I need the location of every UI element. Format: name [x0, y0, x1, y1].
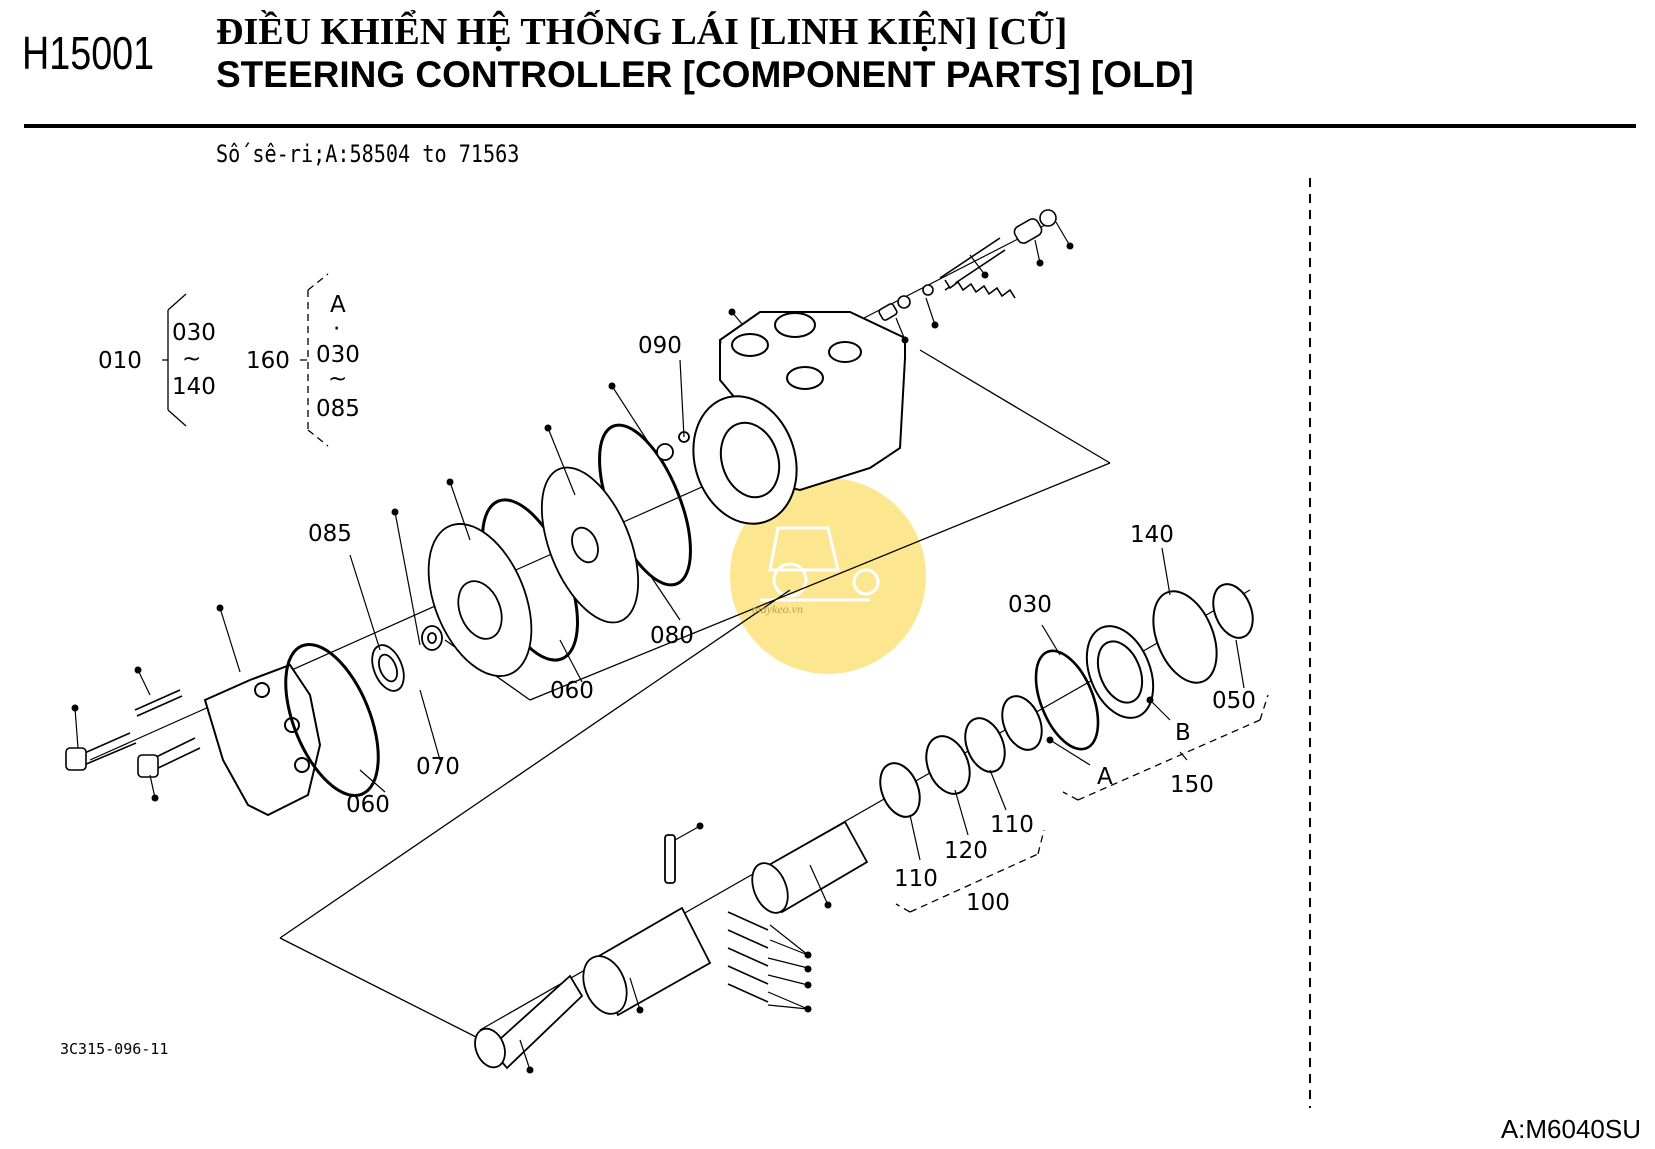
callout-060-lower: 060: [346, 792, 390, 818]
callout-030: 030: [1008, 592, 1052, 618]
relief-valve-parts: [878, 209, 1057, 321]
end-cap: [203, 663, 322, 817]
callout-a: A: [1097, 764, 1113, 790]
callout-010-tilde: ~: [182, 346, 201, 372]
header-rule: [24, 124, 1636, 128]
callout-b: B: [1175, 720, 1191, 746]
serial-range: Số sê-ri;A:58504 to 71563: [216, 140, 520, 168]
rotor-stator-plates: [371, 431, 690, 692]
callout-160: 160: [246, 348, 290, 374]
callout-160-group: 160 A · 030 ~ 085: [246, 292, 360, 422]
callout-085: 085: [308, 521, 352, 547]
centering-springs: [727, 911, 769, 1003]
callout-100: 100: [966, 890, 1010, 916]
callout-010: 010: [98, 348, 142, 374]
callout-010-from: 030: [172, 320, 216, 346]
model-code: A:M6040SU: [1500, 1114, 1641, 1144]
callout-120: 120: [944, 838, 988, 864]
callout-160-dot: ·: [333, 316, 340, 342]
callout-010-to: 140: [172, 374, 216, 400]
bearing-seal-rings: [879, 583, 1254, 818]
leader-lines: [74, 221, 1245, 1071]
callout-160-from: 030: [316, 342, 360, 368]
watermark-logo: [730, 478, 926, 674]
callout-070: 070: [416, 754, 460, 780]
leader-dots: [71, 242, 1154, 1074]
title-vietnamese: ĐIỀU KHIỂN HỆ THỐNG LÁI [LINH KIỆN] [CŨ]: [216, 11, 1068, 53]
callout-010-group: 010 030 ~ 140: [98, 320, 216, 400]
o-ring-030: [1034, 649, 1100, 751]
callout-110-upper: 110: [990, 812, 1034, 838]
callout-110-lower: 110: [894, 866, 938, 892]
callout-090: 090: [638, 333, 682, 359]
watermark-text: maykeo.vn: [752, 602, 803, 616]
group-brackets: [162, 273, 1269, 913]
page-code: H15001: [22, 27, 155, 79]
spool-group-outline: [279, 589, 791, 1041]
spring-leaders: [767, 924, 809, 1010]
spool-sleeve-assembly: [474, 820, 869, 1070]
valve-housing: [692, 311, 906, 525]
callout-050: 050: [1212, 688, 1256, 714]
drawing-number: 3C315-096-11: [60, 1040, 169, 1058]
callout-060-upper: 060: [550, 678, 594, 704]
callout-160-a: A: [330, 292, 346, 318]
callout-160-tilde: ~: [328, 366, 347, 392]
title-english: STEERING CONTROLLER [COMPONENT PARTS] [O…: [216, 54, 1194, 95]
callout-080: 080: [650, 623, 694, 649]
cap-screws: [65, 689, 201, 778]
callout-160-to: 085: [316, 396, 360, 422]
callout-140: 140: [1130, 522, 1174, 548]
callout-150: 150: [1170, 772, 1214, 798]
